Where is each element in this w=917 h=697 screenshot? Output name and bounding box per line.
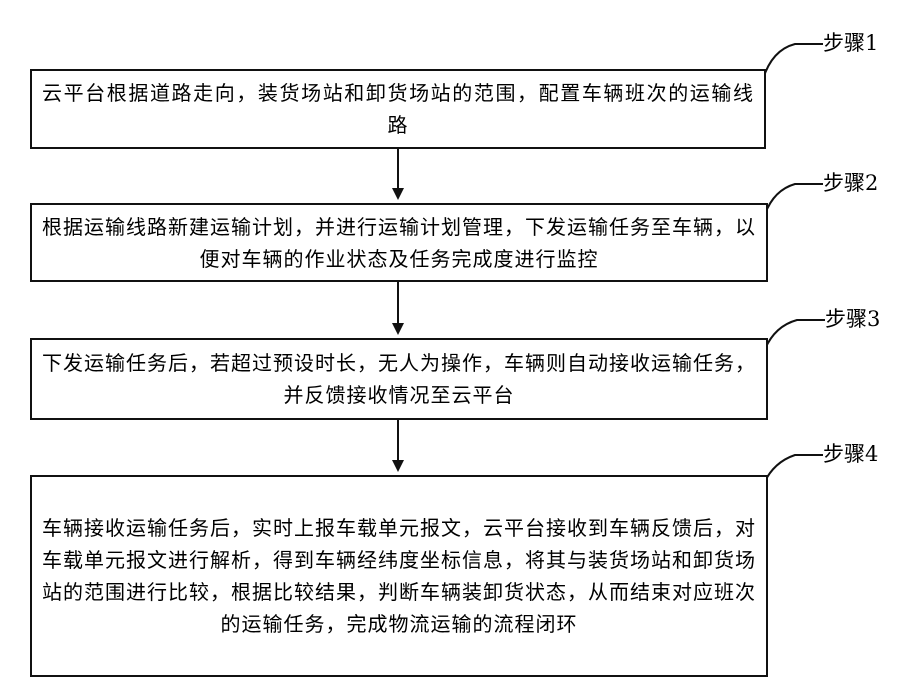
step4-text: 车辆接收运输任务后，实时上报车载单元报文，云平台接收到车辆反馈后，对车载单元报文… [42, 512, 756, 640]
step4-box: 车辆接收运输任务后，实时上报车载单元报文，云平台接收到车辆反馈后，对车载单元报文… [30, 475, 768, 677]
step3-text: 下发运输任务后，若超过预设时长，无人为操作，车辆则自动接收运输任务，并反馈接收情… [42, 347, 756, 411]
step3-box: 下发运输任务后，若超过预设时长，无人为操作，车辆则自动接收运输任务，并反馈接收情… [30, 338, 768, 420]
leader-step2 [765, 184, 823, 214]
step1-box: 云平台根据道路走向，装货场站和卸货场站的范围，配置车辆班次的运输线路 [30, 69, 766, 149]
step2-text: 根据运输线路新建运输计划，并进行运输计划管理，下发运输任务至车辆，以便对车辆的作… [42, 211, 756, 275]
step4-label: 步骤4 [823, 441, 878, 467]
step2-label: 步骤2 [823, 170, 878, 196]
leader-step3 [765, 320, 825, 349]
step1-text: 云平台根据道路走向，装货场站和卸货场站的范围，配置车辆班次的运输线路 [42, 77, 754, 141]
leader-step4 [764, 455, 823, 483]
step3-label: 步骤3 [825, 306, 880, 332]
leader-step1 [763, 44, 823, 79]
step2-box: 根据运输线路新建运输计划，并进行运输计划管理，下发运输任务至车辆，以便对车辆的作… [30, 203, 768, 282]
step1-label: 步骤1 [823, 30, 878, 56]
